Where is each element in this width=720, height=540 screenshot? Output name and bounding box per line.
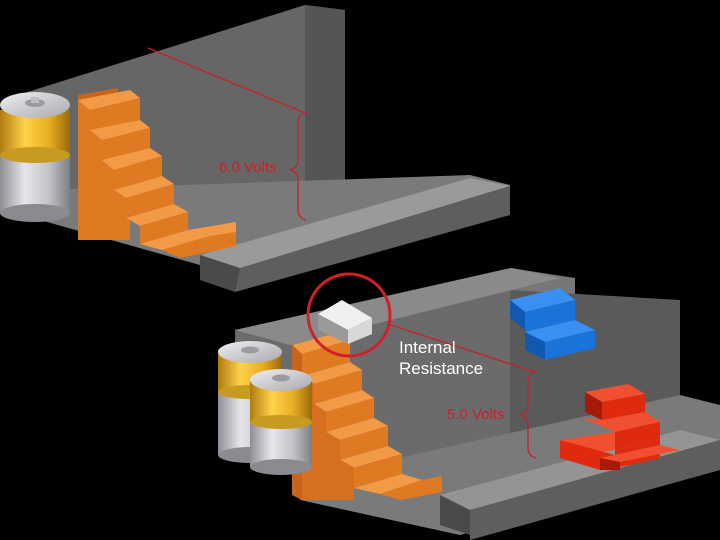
blue-stairs (510, 288, 595, 360)
bottom-voltage-indicator (387, 323, 537, 459)
bottom-voltage-label: 5.0 Volts (447, 406, 505, 423)
red-stairs (560, 384, 680, 470)
top-battery-icon (0, 92, 70, 222)
internal-resistance-label: Internal Resistance (399, 337, 519, 379)
top-voltage-label: 6.0 Volts (219, 159, 277, 176)
bottom-battery-2-icon (250, 369, 312, 475)
internal-resistance-label-line2: Resistance (399, 359, 484, 378)
internal-resistance-label-line1: Internal (399, 338, 456, 357)
resistor-block-icon (318, 300, 372, 344)
top-orange-stairs (78, 88, 236, 258)
top-voltage-indicator (147, 47, 307, 221)
internal-resistance-highlight-circle (306, 272, 392, 358)
